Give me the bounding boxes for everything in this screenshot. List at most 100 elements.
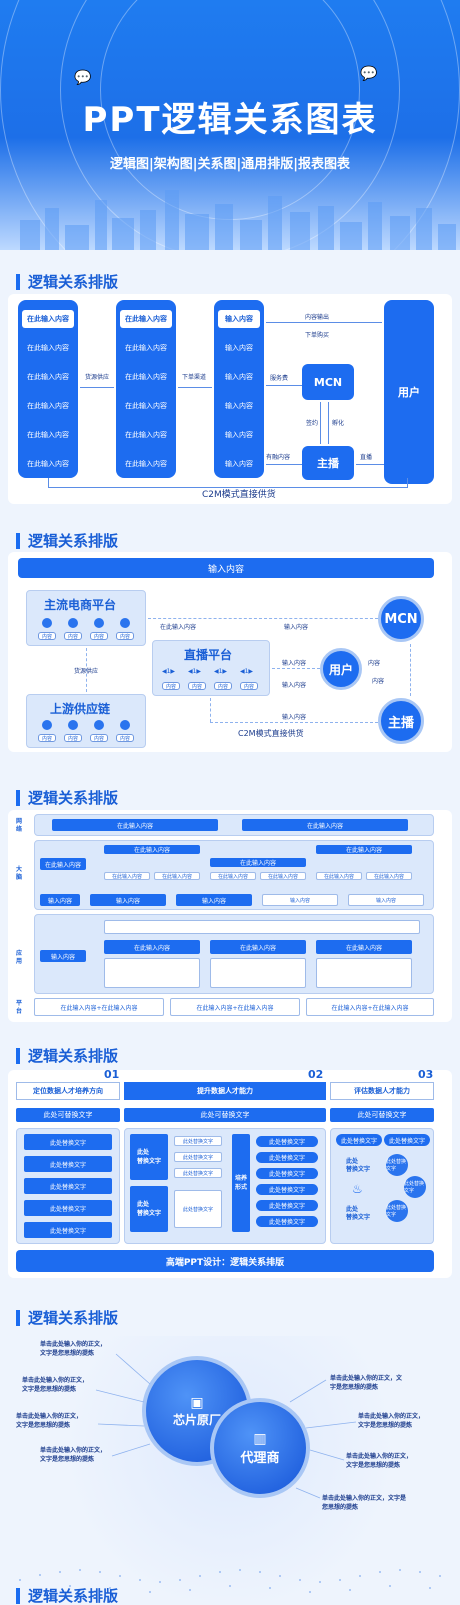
col3-item: 输入内容 xyxy=(225,344,253,352)
arrow-label: 下单渠道 xyxy=(182,374,207,381)
brain-sub: 在此输入内容 xyxy=(260,872,306,880)
col1-item: 在此输入内容 xyxy=(27,344,69,352)
flow-label: 输入内容 xyxy=(284,624,309,631)
left-item: 此处替换文字 xyxy=(24,1134,112,1150)
c2m-bracket xyxy=(48,478,408,488)
content-tag: 内容 xyxy=(64,632,82,640)
right-pill: 此处替换文字 xyxy=(384,1134,430,1146)
content-tag: 内容 xyxy=(240,682,258,690)
app-label: 输入内容 xyxy=(40,950,86,962)
mid-right-item: 此处替换文字 xyxy=(256,1216,318,1227)
left-item: 此处替换文字 xyxy=(24,1178,112,1194)
chip-icon: ▣ xyxy=(190,1394,204,1411)
column-2 xyxy=(116,300,176,478)
col2-item: 在此输入内容 xyxy=(125,373,167,381)
brain-head: 在此输入内容 xyxy=(210,858,306,867)
c2m-label: C2M模式直接供货 xyxy=(202,490,276,500)
content-tag: 内容 xyxy=(116,734,134,742)
chat-icon: 💬 xyxy=(360,66,378,82)
hero-subtitle: 逻辑图|架构图|关系图|通用排版|报表图表 xyxy=(110,157,350,172)
col2-item: 在此输入内容 xyxy=(120,310,172,328)
ecom-title: 主流电商平台 xyxy=(44,598,117,612)
dash-connector xyxy=(410,644,411,696)
input-cell: 输入内容 xyxy=(176,894,252,906)
star-icon xyxy=(42,720,52,730)
user-circle: 用户 xyxy=(320,648,362,690)
box-icon xyxy=(68,720,78,730)
brain-sub: 在此输入内容 xyxy=(104,872,150,880)
flow-label: 服务费 xyxy=(270,375,289,382)
section2-title: 逻辑关系排版 xyxy=(16,533,118,549)
mid-item: 此处替换文字 xyxy=(174,1190,222,1228)
agent-circle: ▥ 代理商 xyxy=(210,1398,310,1498)
platform-cell: 在此输入内容+在此输入内容 xyxy=(170,998,300,1016)
note-text: 单击此处输入你的正文， 文字是您思想的提炼 xyxy=(22,1377,89,1393)
platform-cell: 在此输入内容+在此输入内容 xyxy=(306,998,434,1016)
app-strip xyxy=(104,920,420,934)
input-cell: 输入内容 xyxy=(262,894,338,906)
content-tag: 内容 xyxy=(64,734,82,742)
input-label: 输入内容 xyxy=(40,894,80,906)
col3-item: 输入内容 xyxy=(218,310,260,328)
col3-item: 输入内容 xyxy=(225,460,253,468)
col3-item: 输入内容 xyxy=(225,373,253,381)
signal-icon: ◀1▶ xyxy=(240,668,254,675)
content-tag: 内容 xyxy=(116,632,134,640)
live-title: 直播平台 xyxy=(184,648,233,662)
chat-icon: 💬 xyxy=(74,70,92,86)
chip-label: 芯片原厂 xyxy=(172,1412,221,1427)
column-sub: 此处可替换文字 xyxy=(16,1108,120,1122)
right-text: 此处 替换文字 xyxy=(346,1206,371,1221)
content-tag: 内容 xyxy=(90,632,108,640)
mid-right-item: 此处替换文字 xyxy=(256,1200,318,1211)
note-text: 单击此处输入你的正文，文 字是您思想的提炼 xyxy=(330,1375,403,1391)
platform-cell: 在此输入内容+在此输入内容 xyxy=(34,998,164,1016)
hero-banner: 💬 💬 PPT逻辑关系图表 逻辑图|架构图|关系图|通用排版|报表图表 xyxy=(0,0,460,250)
umbrella-icon xyxy=(42,618,52,628)
mid-item: 此处替换文字 xyxy=(174,1168,222,1178)
dash-connector xyxy=(272,668,320,669)
flow-label: 直播 xyxy=(360,454,373,461)
brain-sub: 在此输入内容 xyxy=(154,872,200,880)
note-text: 单击此处输入你的正文， 文字是您思想的提炼 xyxy=(16,1413,83,1429)
content-tag: 内容 xyxy=(90,734,108,742)
side-label: 应用 xyxy=(16,950,23,965)
column-sub: 此处可替换文字 xyxy=(330,1108,434,1122)
arrow-line xyxy=(178,387,212,388)
dash-connector xyxy=(210,698,211,722)
orb: 此处替换文字 xyxy=(404,1176,426,1198)
left-item: 此处替换文字 xyxy=(24,1156,112,1172)
signal-icon: ◀1▶ xyxy=(188,668,202,675)
flow-label: 输入内容 xyxy=(282,660,307,667)
mid-right-item: 此处替换文字 xyxy=(256,1136,318,1147)
section4-title: 逻辑关系排版 xyxy=(16,1048,118,1064)
right-text: 此处 替换文字 xyxy=(346,1158,371,1173)
arrow-line xyxy=(80,387,114,388)
mcn-circle: MCN xyxy=(378,596,424,642)
mid-right-item: 此处替换文字 xyxy=(256,1184,318,1195)
umbrella-icon xyxy=(94,618,104,628)
dash-connector xyxy=(210,722,378,723)
arrow-label: 货源供应 xyxy=(85,374,110,381)
mid-item: 此处替换文字 xyxy=(174,1136,222,1146)
flow-label: 下单购买 xyxy=(305,332,330,339)
arrow-line xyxy=(266,464,302,465)
right-pill: 此处替换文字 xyxy=(336,1134,382,1146)
left-item: 此处替换文字 xyxy=(24,1200,112,1216)
brain-label: 在此输入内容 xyxy=(40,858,86,870)
column-1 xyxy=(18,300,78,478)
content-tag: 内容 xyxy=(188,682,206,690)
app-detail xyxy=(316,958,412,988)
mid-right-item: 此处替换文字 xyxy=(256,1168,318,1179)
orb: 此处替换文字 xyxy=(386,1154,408,1176)
input-cell: 输入内容 xyxy=(348,894,424,906)
step-number: 03 xyxy=(418,1068,434,1081)
col2-item: 在此输入内容 xyxy=(125,460,167,468)
connector-lines xyxy=(95,1353,357,1499)
col2-item: 在此输入内容 xyxy=(125,402,167,410)
building-icon: ▥ xyxy=(253,1430,267,1447)
hero-title: PPT逻辑关系图表 xyxy=(82,100,378,140)
anchor-circle: 主播 xyxy=(378,698,424,744)
step-number: 02 xyxy=(308,1068,324,1081)
network-bar: 在此输入内容 xyxy=(242,819,408,831)
